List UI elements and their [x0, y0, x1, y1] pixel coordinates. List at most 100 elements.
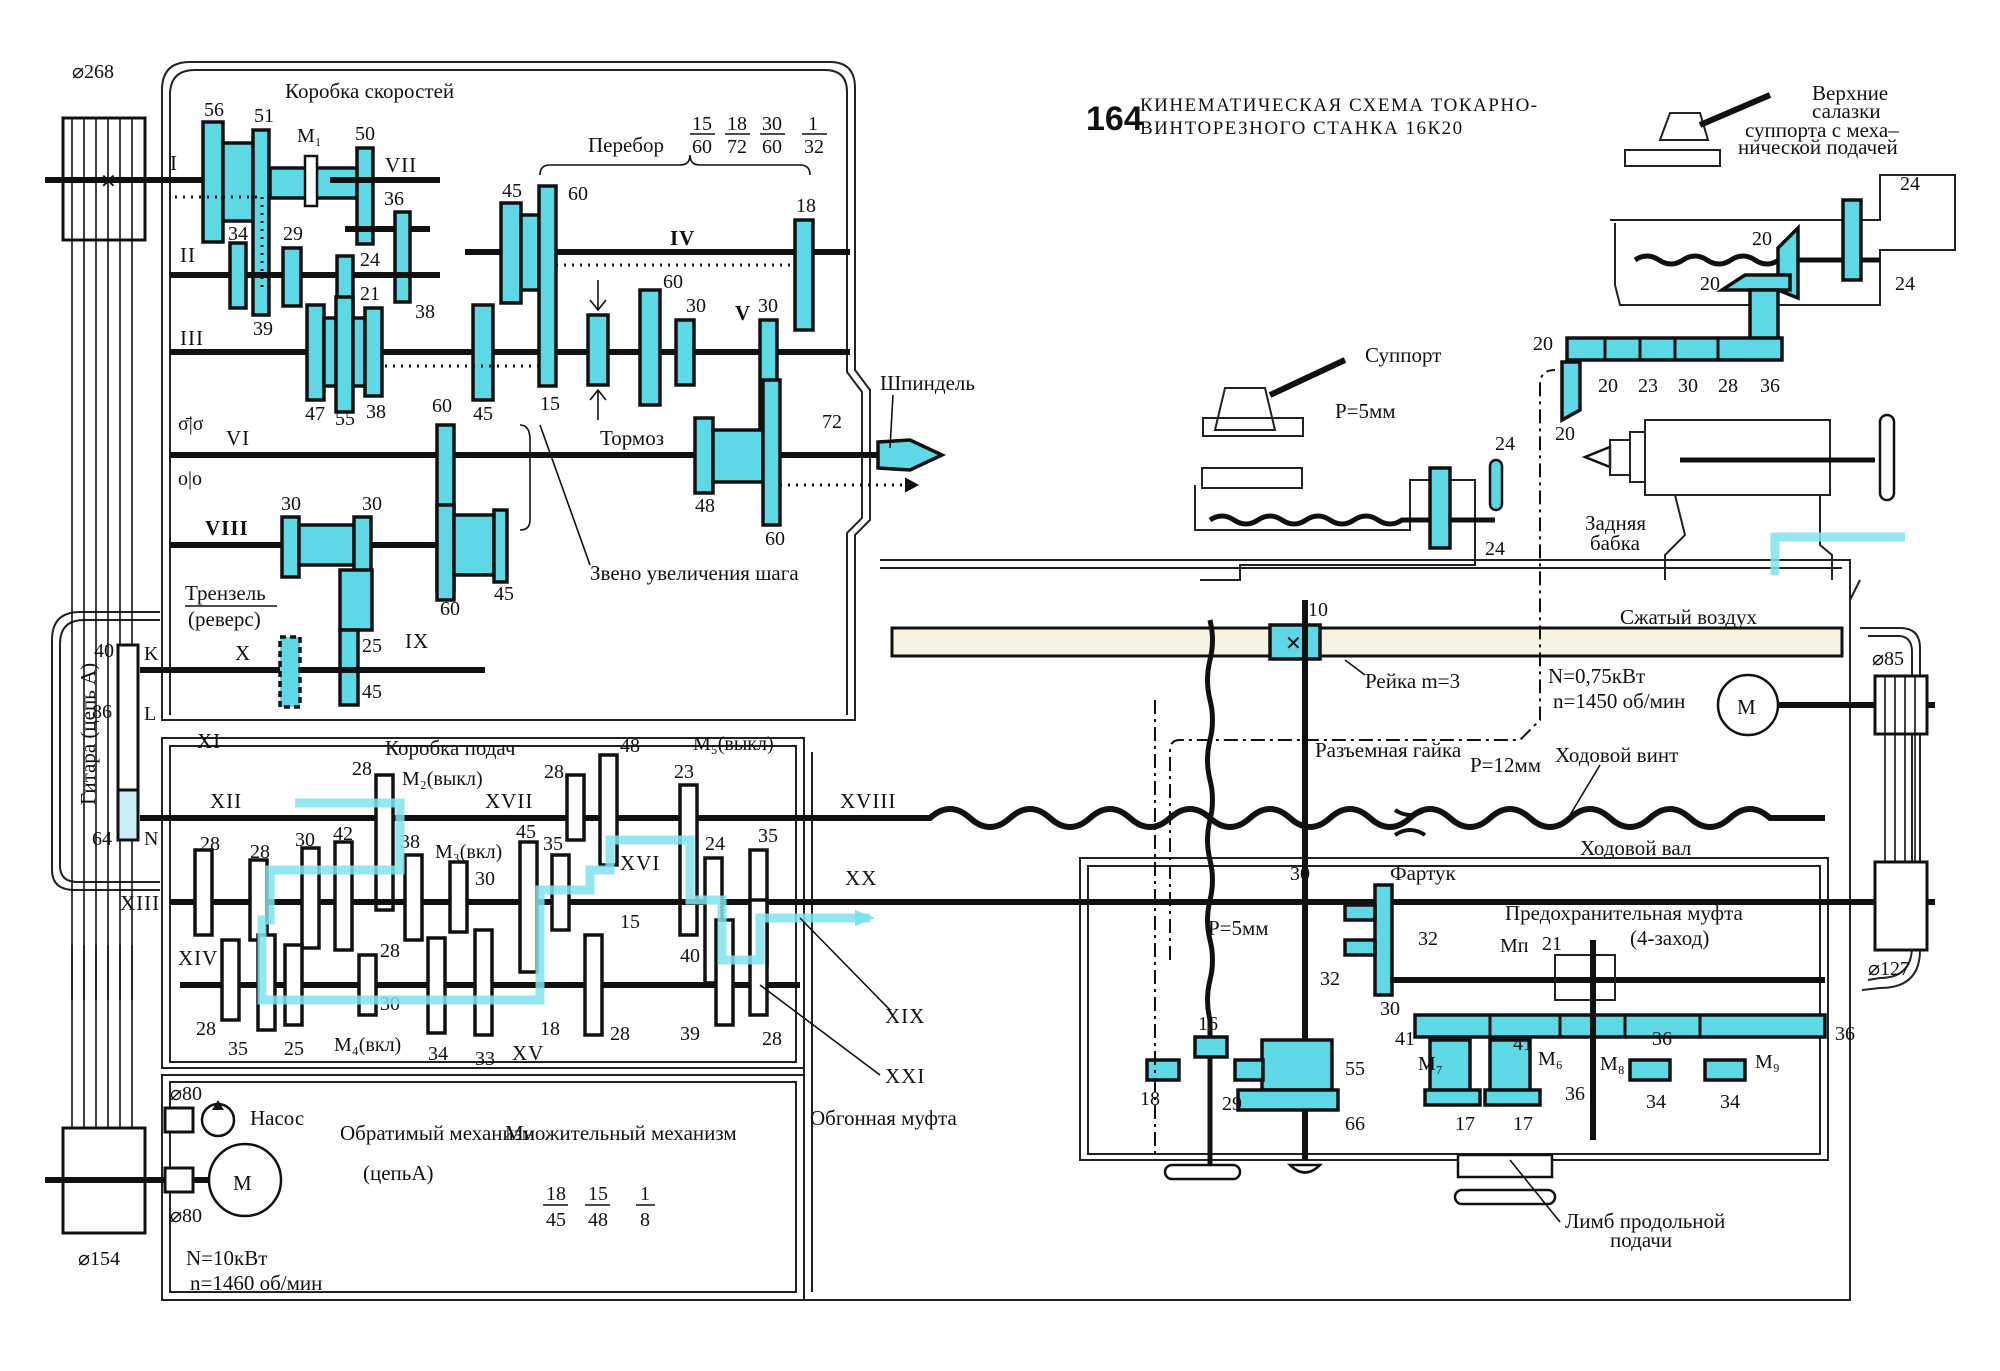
gear-30-left: [280, 515, 301, 579]
rack-pinion: [1268, 623, 1322, 661]
shaft-XX-label: XX: [845, 866, 877, 890]
gear-60-IV: [537, 184, 558, 388]
svg-text:42: 42: [333, 823, 353, 845]
svg-text:60: 60: [765, 528, 785, 550]
svg-text:45: 45: [516, 821, 536, 843]
rack-pinion-number: 10: [1308, 599, 1328, 621]
clutch-m3-label: M₃(вкл): [435, 841, 502, 863]
svg-text:28: 28: [610, 1023, 630, 1045]
lead-screw: [805, 806, 1825, 830]
shaft-XVIII-label: XVIII: [840, 789, 896, 813]
gear-50: [355, 146, 375, 246]
svg-text:35: 35: [228, 1038, 248, 1060]
svg-text:33: 33: [475, 1048, 495, 1070]
svg-text:17: 17: [1513, 1113, 1533, 1135]
svg-text:30: 30: [1678, 375, 1698, 397]
svg-text:30: 30: [281, 493, 301, 515]
air-flow-line: [1770, 532, 1905, 575]
guitar-gear-64: 64: [92, 828, 112, 850]
shaft-VI-label: VI: [226, 426, 250, 450]
svg-text:60: 60: [440, 598, 460, 620]
support-pitch: P=5мм: [1335, 399, 1396, 423]
svg-text:36: 36: [1565, 1083, 1585, 1105]
gear-55: [334, 295, 355, 414]
gear-56-label: 56: [204, 99, 224, 121]
upper-slide-label-4: нической подачей: [1738, 135, 1898, 159]
svg-text:60: 60: [568, 183, 588, 205]
split-nut-icon: [1393, 808, 1427, 837]
svg-text:36: 36: [1760, 375, 1780, 397]
svg-text:28: 28: [200, 833, 220, 855]
svg-text:41: 41: [1395, 1028, 1415, 1050]
lead-screw-label: Ходовой винт: [1555, 743, 1678, 767]
svg-text:1: 1: [808, 113, 818, 135]
gear-50-label: 50: [355, 123, 375, 145]
spindle-direction-arrow: [904, 477, 920, 493]
svg-text:55: 55: [1345, 1058, 1365, 1080]
reversing-mech-label: Обратимый механизм: [340, 1121, 535, 1145]
apron-title: Фартук: [1390, 861, 1457, 885]
feed-shaft-label: Ходовой вал: [1580, 836, 1691, 860]
svg-text:30: 30: [1380, 998, 1400, 1020]
shaft-I-label: I: [170, 151, 178, 175]
bearing-symbol-bottom: o|o: [178, 468, 202, 490]
reduction-formula: Перебор 15 60 18 72 30 60 1 32: [539, 113, 827, 176]
shaft-II-label: II: [180, 243, 196, 267]
svg-text:✕: ✕: [1285, 633, 1302, 655]
cross-feed-handwheel[interactable]: [1488, 458, 1504, 512]
svg-text:15: 15: [540, 393, 560, 415]
multiplier-formula: 18 45 15 48 1 8: [543, 1183, 655, 1231]
svg-text:24: 24: [705, 833, 725, 855]
upper-slide-screw: [1633, 253, 1880, 267]
cross-feed-handle[interactable]: [1163, 1163, 1242, 1181]
apron-gear-66: [1236, 1088, 1340, 1112]
svg-text:21: 21: [1542, 933, 1562, 955]
gear-36-VII: [393, 210, 412, 304]
svg-text:45: 45: [546, 1209, 566, 1231]
pulley-154-label: ⌀154: [78, 1248, 120, 1270]
svg-text:36: 36: [384, 188, 404, 210]
svg-text:32: 32: [1320, 968, 1340, 990]
feed-power-flow: [257, 798, 870, 1005]
figure-number: 164: [1086, 100, 1143, 138]
svg-text:30: 30: [686, 295, 706, 317]
svg-text:L: L: [144, 703, 156, 725]
cross-slide-screw: [1208, 513, 1495, 527]
gear-47: [305, 303, 326, 402]
support-gear-bottom: 24: [1485, 538, 1505, 560]
svg-text:38: 38: [400, 831, 420, 853]
svg-text:28: 28: [196, 1018, 216, 1040]
svg-text:28: 28: [380, 940, 400, 962]
safety-clutch-label: Предохранительная муфта: [1505, 901, 1743, 925]
guitar-gear-86: 86: [92, 701, 112, 723]
rack: [890, 626, 1844, 658]
split-nut-label: Разъемная гайка: [1315, 738, 1462, 762]
speed-box-title: Коробка скоростей: [285, 79, 454, 103]
svg-text:18: 18: [1140, 1088, 1160, 1110]
svg-text:32: 32: [804, 136, 824, 158]
shaft-XII-label: XII: [210, 789, 242, 813]
svg-text:23: 23: [674, 761, 694, 783]
svg-text:32: 32: [1418, 928, 1438, 950]
feed-box-title: Коробка подач: [385, 736, 516, 760]
shaft-XVI-label: XVI: [620, 851, 660, 875]
longitudinal-feed-dial[interactable]: [1456, 1153, 1554, 1179]
figure-title-line1: КИНЕМАТИЧЕСКАЯ СХЕМА ТОКАРНО-: [1140, 95, 1539, 116]
svg-text:1: 1: [640, 1183, 650, 1205]
clutch-mp-label: Mп: [1500, 935, 1529, 957]
svg-text:60: 60: [762, 136, 782, 158]
apron-knob[interactable]: [1286, 1163, 1324, 1174]
longitudinal-feed-handwheel[interactable]: [1453, 1188, 1557, 1206]
rack-label: Рейка m=3: [1365, 669, 1460, 693]
svg-text:17: 17: [1455, 1113, 1475, 1135]
svg-text:29: 29: [1222, 1093, 1242, 1115]
main-motor-speed: n=1460 об/мин: [190, 1271, 322, 1295]
apron-gear-29: [1233, 1058, 1265, 1082]
svg-text:25: 25: [362, 635, 382, 657]
svg-text:60: 60: [663, 271, 683, 293]
tailstock-label-2: бабка: [1590, 531, 1641, 555]
tailstock: [1581, 413, 1896, 580]
upper-slide-label-2: салазки: [1812, 99, 1881, 123]
tailstock-handwheel[interactable]: [1878, 413, 1896, 502]
